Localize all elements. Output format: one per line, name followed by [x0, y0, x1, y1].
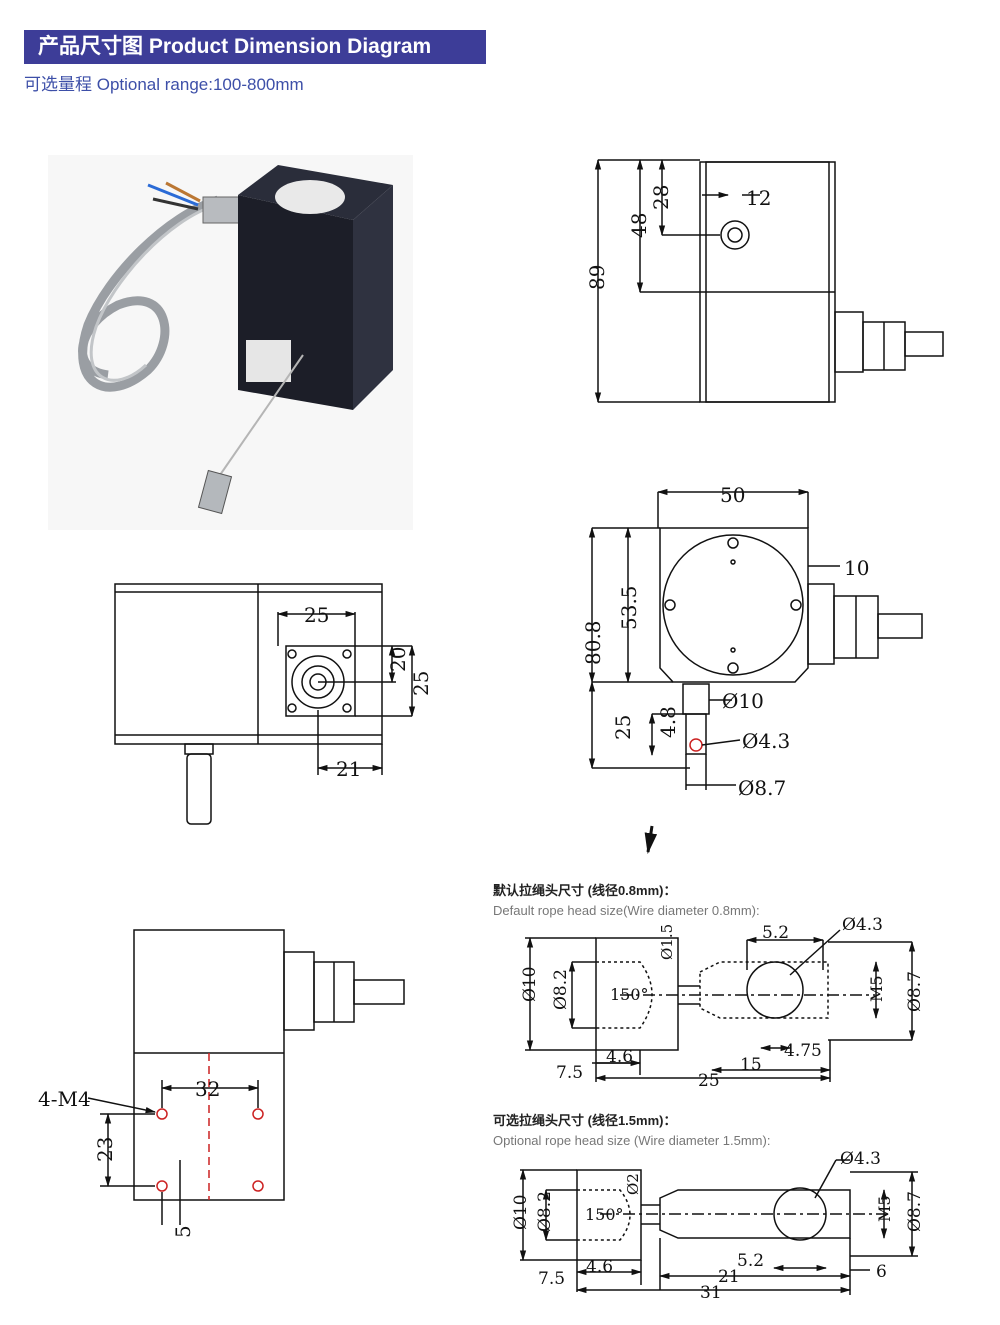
dim-base-edge: 5: [171, 1225, 195, 1238]
rope-default-title-cn: 默认拉绳头尺寸 (线径0.8mm)：: [493, 883, 677, 898]
ro-31: 31: [700, 1283, 722, 1303]
rd-475: 4.75: [784, 1041, 822, 1061]
ro-75: 7.5: [538, 1269, 565, 1289]
dim-top-w21: 21: [336, 757, 361, 781]
ro-m5: M5: [875, 1195, 894, 1222]
dim-base-thread: 4-M4: [38, 1087, 91, 1111]
ro-phi82: Ø8.2: [535, 1191, 555, 1232]
rope-optional-title-cn: 可选拉绳头尺寸 (线径1.5mm)：: [493, 1113, 677, 1128]
ro-phi43: Ø4.3: [840, 1149, 881, 1169]
rope-optional-title-en: Optional rope head size (Wire diameter 1…: [493, 1133, 771, 1148]
dim-front-stem: 4.8: [656, 706, 680, 738]
dim-base-height: 23: [93, 1137, 117, 1162]
dim-front-width: 50: [720, 483, 745, 507]
dim-side-hole: 12: [746, 186, 771, 210]
rd-15: 15: [740, 1055, 762, 1075]
page-header: 产品尺寸图 Product Dimension Diagram: [24, 30, 486, 64]
rd-phi82: Ø8.2: [551, 969, 571, 1010]
dim-side-total: 89: [585, 265, 609, 290]
ro-6: 6: [876, 1262, 887, 1282]
dim-side-port: 28: [649, 185, 673, 210]
rd-m5: M5: [867, 975, 886, 1002]
dim-front-phi87: Ø8.7: [738, 776, 786, 800]
dim-side-upper: 48: [627, 213, 651, 238]
rope-head-default: [525, 929, 916, 1082]
product-photo: [48, 155, 413, 530]
rd-phi15: Ø1.5: [658, 924, 676, 960]
dim-front-center: 53.5: [617, 585, 641, 630]
rd-phi87: Ø8.7: [905, 971, 925, 1012]
ro-phi2: Ø2: [624, 1173, 642, 1195]
side-view: [594, 158, 944, 404]
top-view: [114, 583, 416, 825]
rd-phi10: Ø10: [520, 966, 540, 1002]
rd-52: 5.2: [762, 923, 789, 943]
dim-top-h20: 20: [386, 647, 410, 672]
dim-base-spacing: 32: [195, 1077, 220, 1101]
dim-front-bottom: 25: [611, 715, 635, 740]
dim-front-phi10: Ø10: [722, 689, 764, 713]
optional-range: 可选量程 Optional range:100-800mm: [24, 75, 304, 94]
ro-phi87: Ø8.7: [905, 1191, 925, 1232]
dim-top-w25: 25: [304, 603, 329, 627]
rope-default-title-en: Default rope head size(Wire diameter 0.8…: [493, 903, 760, 918]
dim-top-h25: 25: [409, 671, 433, 696]
ro-150: 150°: [585, 1205, 624, 1224]
rd-46: 4.6: [606, 1047, 633, 1067]
sensor-illustration: [78, 165, 393, 515]
front-view: [588, 488, 923, 790]
ro-52: 5.2: [737, 1251, 764, 1271]
rd-75: 7.5: [556, 1063, 583, 1083]
ro-46: 4.6: [586, 1257, 613, 1277]
ro-phi10: Ø10: [511, 1194, 531, 1230]
dim-front-height: 80.8: [581, 620, 605, 665]
dim-front-offset: 10: [844, 556, 869, 580]
rope-head-optional: [519, 1159, 918, 1295]
dim-front-phi43: Ø4.3: [742, 729, 790, 753]
rd-150: 150°: [610, 985, 649, 1004]
rd-25: 25: [698, 1071, 720, 1091]
base-view: [87, 929, 405, 1225]
rd-phi43: Ø4.3: [842, 915, 883, 935]
ro-21: 21: [718, 1267, 740, 1287]
down-arrow-icon: [644, 825, 658, 855]
